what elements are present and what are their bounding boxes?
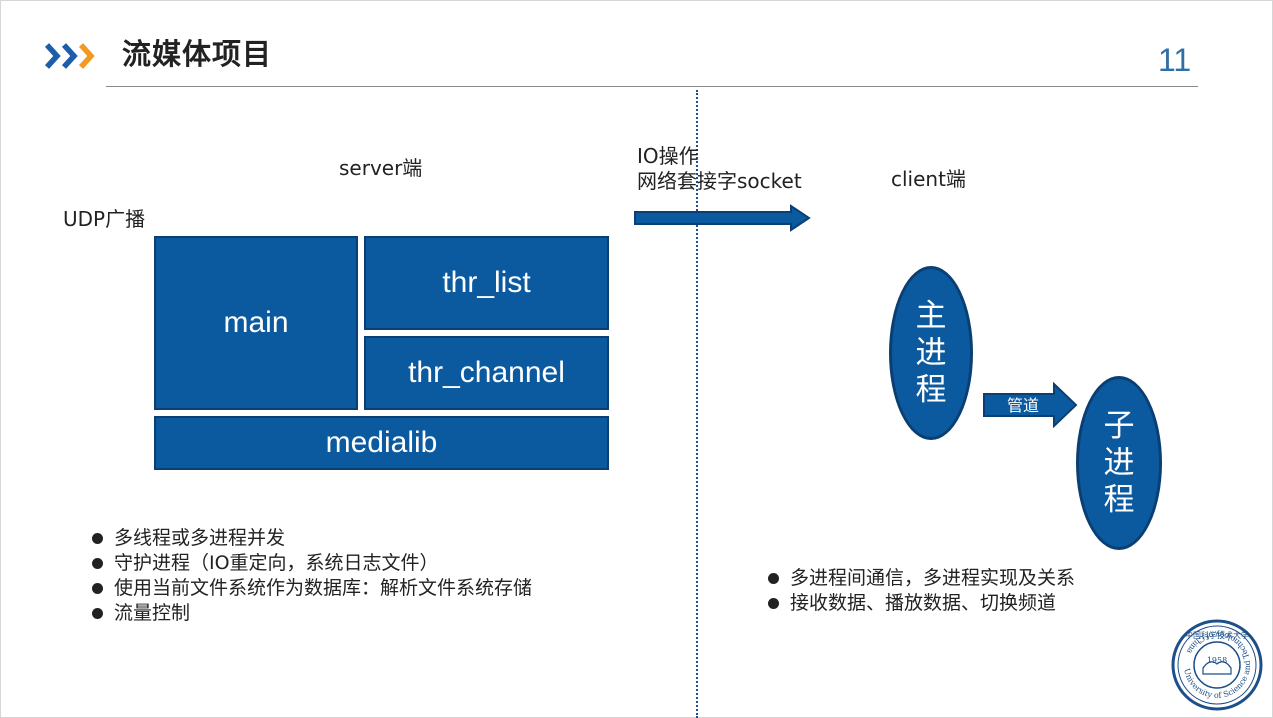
module-thr-channel: thr_channel — [364, 336, 609, 410]
client-bullet: 接收数据、播放数据、切换频道 — [768, 591, 1075, 616]
child-process-char: 程 — [1103, 481, 1135, 518]
svg-text:1958: 1958 — [1207, 656, 1227, 665]
child-process-char: 进 — [1103, 444, 1135, 481]
client-bullet-list: 多进程间通信，多进程实现及关系 接收数据、播放数据、切换频道 — [768, 566, 1075, 616]
server-bullet: 使用当前文件系统作为数据库：解析文件系统存储 — [92, 576, 532, 601]
main-process-char: 程 — [915, 371, 947, 408]
server-client-divider — [696, 90, 698, 718]
server-bullet: 多线程或多进程并发 — [92, 526, 532, 551]
udp-broadcast-label: UDP广播 — [63, 207, 146, 231]
chevrons-right-icon — [44, 43, 95, 69]
module-main: main — [154, 236, 358, 410]
page-number: 11 — [1158, 42, 1192, 78]
main-process-node: 主 进 程 — [889, 266, 973, 440]
server-heading: server端 — [339, 156, 423, 180]
main-process-char: 主 — [915, 297, 947, 334]
main-process-char: 进 — [915, 334, 947, 371]
svg-text:中国科学技术大学: 中国科学技术大学 — [1185, 630, 1249, 640]
server-bullet: 守护进程（IO重定向，系统日志文件） — [92, 551, 532, 576]
title-underline — [106, 86, 1198, 87]
server-bullet-list: 多线程或多进程并发 守护进程（IO重定向，系统日志文件） 使用当前文件系统作为数… — [92, 526, 532, 626]
pipe-label: 管道 — [1007, 396, 1040, 415]
module-medialib: medialib — [154, 416, 609, 470]
io-operation-label: IO操作 — [637, 144, 699, 168]
server-bullet: 流量控制 — [92, 601, 532, 626]
socket-label: 网络套接字socket — [637, 169, 802, 193]
module-thr-list: thr_list — [364, 236, 609, 330]
pipe-arrow-icon — [983, 382, 1078, 428]
university-seal-logo: University of Science and Technology of … — [1171, 619, 1263, 711]
client-bullet: 多进程间通信，多进程实现及关系 — [768, 566, 1075, 591]
slide-title: 流媒体项目 — [122, 37, 273, 71]
arrow-right-icon — [634, 204, 811, 232]
child-process-node: 子 进 程 — [1076, 376, 1162, 550]
client-heading: client端 — [891, 167, 966, 191]
child-process-char: 子 — [1103, 407, 1135, 444]
